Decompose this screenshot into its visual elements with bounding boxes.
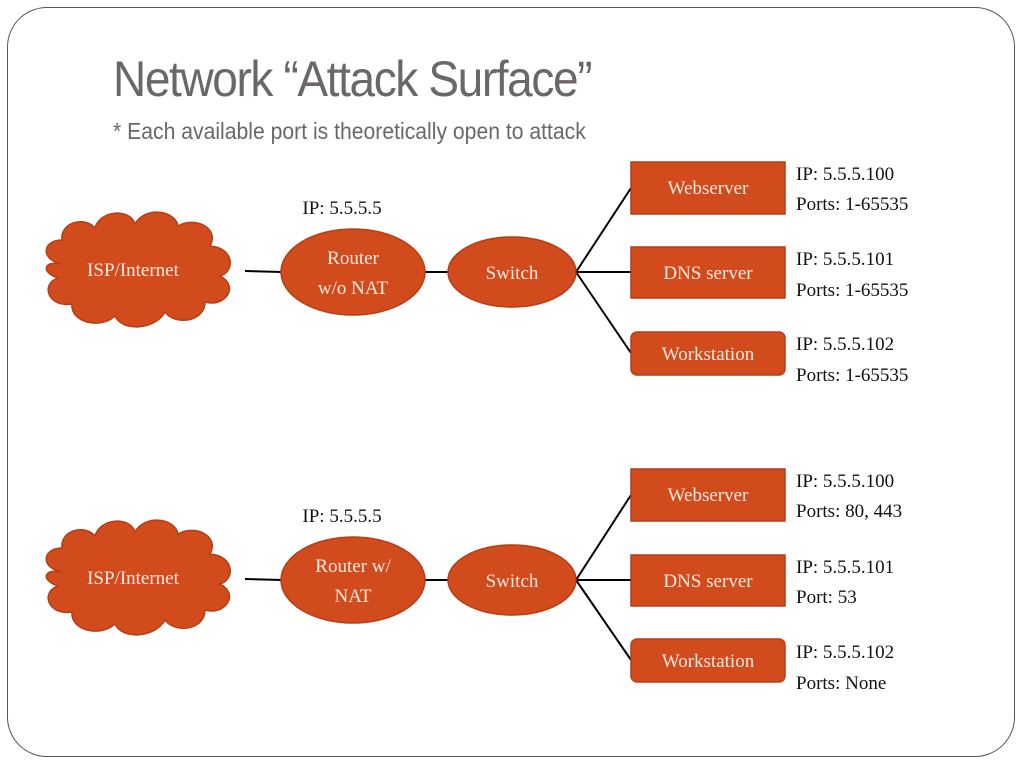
switch-label: Switch [486,263,539,284]
link-switch-webserver [575,494,632,581]
dns-server-label: DNS server [663,263,753,284]
diagram-with-nat: ISP/Internet IP: 5.5.5.5 Router w/ NAT S… [45,468,902,694]
host-dns-server[interactable]: DNS server [630,246,786,299]
webserver-box [630,468,786,522]
router-node[interactable]: Router w/o NAT [280,228,426,316]
workstation-ports: Ports: None [796,673,886,694]
workstation-ip: IP: 5.5.5.102 [796,642,894,663]
dns-server-box [630,246,786,299]
internet-cloud[interactable]: ISP/Internet [45,519,231,636]
router-ellipse [280,536,426,624]
router-node[interactable]: Router w/ NAT [280,536,426,624]
link-internet-router [244,578,283,581]
switch-ellipse [447,236,577,308]
host-webserver[interactable]: Webserver [630,161,786,215]
webserver-box [630,161,786,215]
dns-server-label: DNS server [663,571,753,592]
router-label-line1: Router [327,248,379,269]
dns-server-box [630,554,786,607]
webserver-ip: IP: 5.5.5.100 [796,164,894,185]
link-switch-webserver [575,187,632,273]
link-internet-router [244,270,283,273]
webserver-ip: IP: 5.5.5.100 [796,471,894,492]
switch-label: Switch [486,571,539,592]
switch-ellipse [447,544,577,616]
workstation-label: Workstation [662,344,755,365]
switch-node[interactable]: Switch [447,236,577,308]
dns-server-ip: IP: 5.5.5.101 [796,557,894,578]
slide-subtitle: * Each available port is theoretically o… [113,118,586,144]
host-workstation[interactable]: Workstation [630,638,786,683]
router-label-line2: w/o NAT [318,278,389,299]
switch-node[interactable]: Switch [447,544,577,616]
dns-server-ports: Ports: 1-65535 [796,280,908,301]
host-dns-server[interactable]: DNS server [630,554,786,607]
webserver-label: Webserver [668,178,749,199]
webserver-ports: Ports: 1-65535 [796,194,908,215]
host-webserver[interactable]: Webserver [630,468,786,522]
webserver-label: Webserver [668,485,749,506]
internet-label: ISP/Internet [87,260,180,281]
host-workstation[interactable]: Workstation [630,331,786,376]
dns-server-ports: Port: 53 [796,587,857,608]
internet-cloud[interactable]: ISP/Internet [45,211,231,328]
slide-frame [7,7,1015,757]
workstation-box [630,638,786,683]
router-ip: IP: 5.5.5.5 [302,198,381,219]
slide-title: Network “Attack Surface” [113,51,593,107]
router-ellipse [280,228,426,316]
diagram-without-nat: ISP/Internet IP: 5.5.5.5 Router w/o NAT … [45,161,908,386]
workstation-label: Workstation [662,651,755,672]
router-ip: IP: 5.5.5.5 [302,506,381,527]
link-switch-workstation [575,271,632,354]
webserver-ports: Ports: 80, 443 [796,501,902,522]
workstation-ip: IP: 5.5.5.102 [796,334,894,355]
internet-label: ISP/Internet [87,568,180,589]
router-label-line1: Router w/ [315,556,391,577]
link-switch-workstation [575,579,632,661]
dns-server-ip: IP: 5.5.5.101 [796,249,894,270]
workstation-box [630,331,786,376]
router-label-line2: NAT [335,586,372,607]
workstation-ports: Ports: 1-65535 [796,365,908,386]
